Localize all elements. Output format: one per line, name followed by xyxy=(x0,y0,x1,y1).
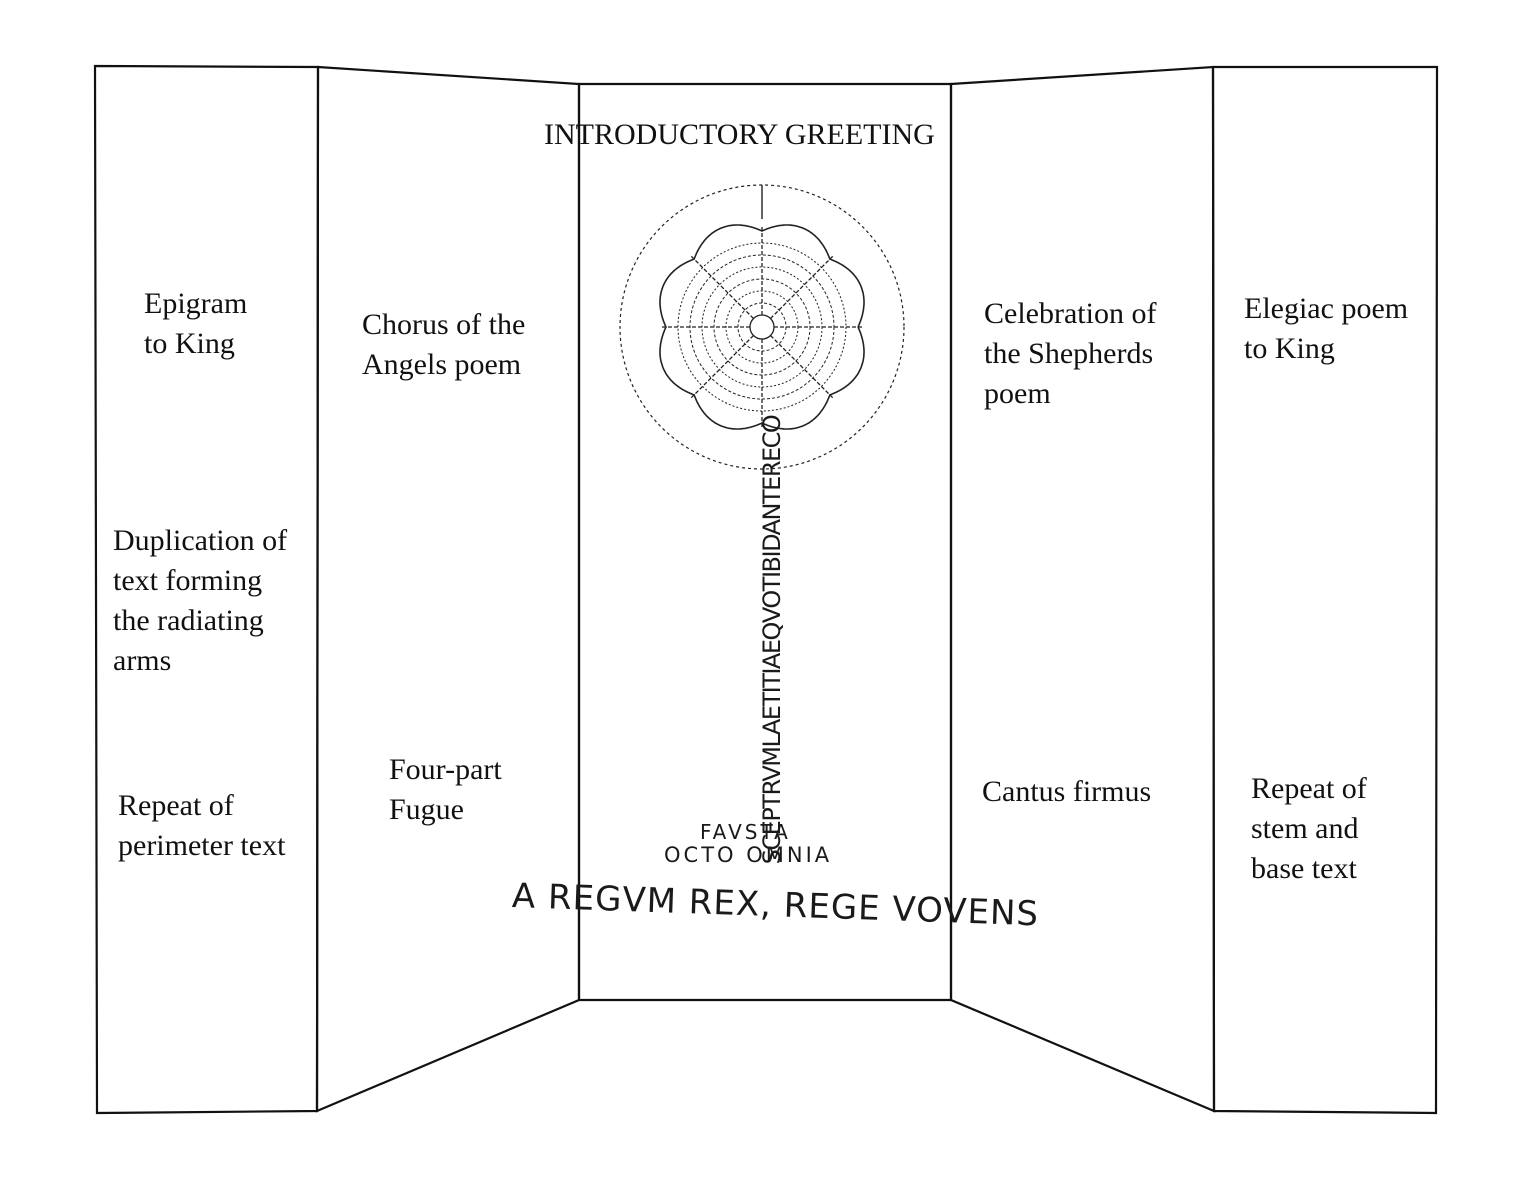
label-line: poem xyxy=(984,377,1051,410)
rosette-inner-ring xyxy=(737,302,787,352)
panel-left xyxy=(315,65,581,1113)
label-repeat-perimeter: Repeat of perimeter text xyxy=(118,786,285,866)
label-line: perimeter text xyxy=(118,829,286,862)
label-four-part-fugue: Four-part Fugue xyxy=(389,750,502,830)
rosette-scalloped-border xyxy=(659,224,865,430)
label-celebration-shepherds: Celebration of the Shepherds poem xyxy=(984,294,1156,414)
label-elegiac-poem: Elegiac poem to King xyxy=(1244,289,1408,369)
diagram-title: INTRODUCTORY GREETING xyxy=(544,118,935,151)
rosette-radiating-arm xyxy=(770,255,834,319)
label-line: Chorus of the xyxy=(362,308,526,341)
label-line: the radiating xyxy=(113,604,264,637)
panel-right xyxy=(949,65,1216,1113)
label-duplication: Duplication of text forming the radiatin… xyxy=(113,521,287,681)
carmen-base-line-1: FAVSTA xyxy=(700,820,791,844)
label-line: text forming xyxy=(113,564,263,597)
label-line: Angels poem xyxy=(362,348,522,381)
label-line: Cantus firmus xyxy=(982,775,1152,808)
label-line: the Shepherds xyxy=(984,337,1154,370)
label-line: to King xyxy=(144,327,235,360)
label-line: Celebration of xyxy=(984,297,1157,330)
rosette-radiating-arm xyxy=(770,335,834,399)
label-cantus-firmus: Cantus firmus xyxy=(982,772,1151,812)
rosette-figure xyxy=(619,184,905,470)
label-line: base text xyxy=(1251,852,1357,885)
label-repeat-stem-base: Repeat of stem and base text xyxy=(1251,769,1367,889)
panel-far-right xyxy=(1211,65,1439,1115)
panel-outlines xyxy=(93,64,1439,1115)
label-line: Fugue xyxy=(389,793,464,826)
label-line: Elegiac poem xyxy=(1244,292,1409,325)
label-line: Duplication of xyxy=(113,524,288,557)
label-line: Epigram xyxy=(144,287,248,320)
label-line: Repeat of xyxy=(1251,772,1367,805)
carmen-stem-text: SCEPTRVMLAETITIAEQVOTIBIDANTERECO xyxy=(758,415,786,865)
rosette-inner-ring xyxy=(677,242,847,412)
label-line: arms xyxy=(113,644,172,677)
rosette-radiating-arm xyxy=(690,255,754,319)
label-line: Four-part xyxy=(389,753,502,786)
label-line: to King xyxy=(1244,332,1335,365)
rosette-radiating-arm xyxy=(690,335,754,399)
rosette-center xyxy=(749,314,775,340)
label-line: Repeat of xyxy=(118,789,234,822)
label-chorus-angels: Chorus of the Angels poem xyxy=(362,305,525,385)
label-epigram: Epigram to King xyxy=(144,284,247,364)
label-line: stem and xyxy=(1251,812,1359,845)
carmen-base-line-2: OCTO OMNIA xyxy=(664,843,833,867)
